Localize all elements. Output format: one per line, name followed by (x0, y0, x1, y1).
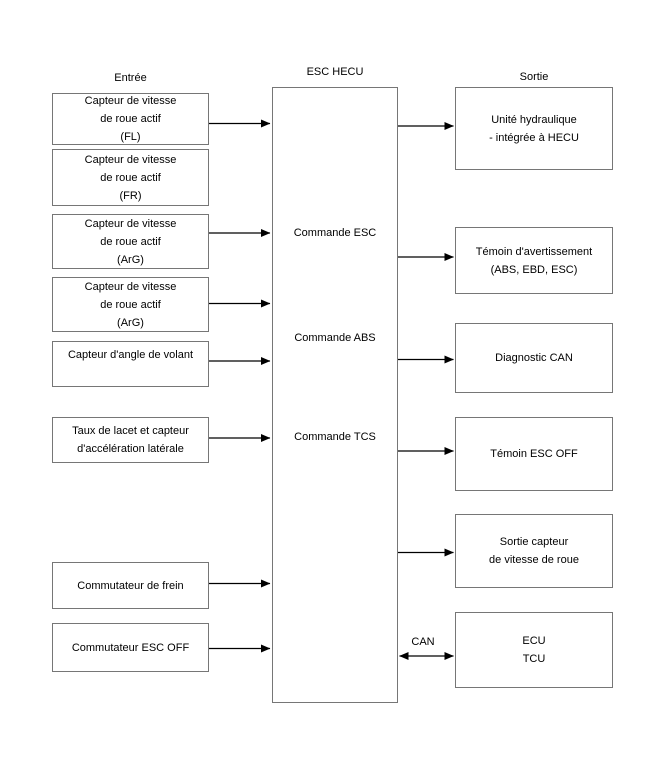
box-line: Capteur de vitesse (84, 95, 177, 107)
box-line: TCU (522, 653, 546, 665)
input-box-wheel-speed-arg-1: Capteur de vitesse de roue actif (ArG) (52, 214, 209, 269)
esc-hecu-box (272, 87, 398, 703)
box-line: Sortie capteur (499, 536, 569, 548)
box-line: (ArG) (117, 316, 144, 329)
box-line: Commutateur de frein (77, 579, 184, 592)
box-line: (ABS, EBD, ESC) (490, 263, 578, 276)
box-line: (ArG) (117, 253, 144, 266)
box-line: - intégrée à HECU (489, 131, 579, 144)
box-line: Capteur de vitesse (84, 153, 177, 166)
command-tcs-label: Commande TCS (294, 431, 376, 443)
output-box-hydraulic-unit: Unité hydraulique - intégrée à HECU (455, 87, 613, 170)
box-line: (FR) (119, 189, 142, 202)
input-box-brake-switch: Commutateur de frein (52, 562, 209, 609)
box-line: Capteur d'angle de volant (67, 349, 194, 361)
output-box-diagnostic-can: Diagnostic CAN (455, 323, 613, 393)
box-line: de roue actif (100, 298, 161, 311)
box-line: Capteur de vitesse (84, 217, 177, 230)
box-line: de roue actif (100, 235, 161, 248)
input-box-esc-off-switch: Commutateur ESC OFF (52, 623, 209, 672)
input-column-header: Entrée (114, 72, 147, 84)
command-abs-label: Commande ABS (294, 332, 376, 344)
output-box-warning-lamp: Témoin d'avertissement (ABS, EBD, ESC) (455, 227, 613, 294)
box-line: Commutateur ESC OFF (71, 641, 190, 654)
can-bus-label: CAN (411, 636, 435, 648)
box-line: de roue actif (100, 171, 161, 184)
box-line: de vitesse de roue (489, 554, 579, 566)
output-box-wheel-speed-output: Sortie capteur de vitesse de roue (455, 514, 613, 588)
box-line: (FL) (120, 131, 141, 143)
box-line: Témoin d'avertissement (475, 245, 593, 258)
output-column-header: Sortie (519, 71, 549, 83)
input-box-wheel-speed-fr: Capteur de vitesse de roue actif (FR) (52, 149, 209, 206)
box-line: Diagnostic CAN (495, 352, 573, 364)
box-line: Unité hydraulique (491, 113, 577, 126)
input-box-steering-angle-sensor: Capteur d'angle de volant (52, 341, 209, 387)
input-box-yaw-lateral-sensor: Taux de lacet et capteur d'accélération … (52, 417, 209, 463)
box-line: d'accélération latérale (77, 443, 184, 455)
box-line: ECU (522, 635, 546, 647)
output-box-ecu-tcu: ECU TCU (455, 612, 613, 688)
input-box-wheel-speed-arg-2: Capteur de vitesse de roue actif (ArG) (52, 277, 209, 332)
box-line: Témoin ESC OFF (490, 448, 578, 460)
command-esc-label: Commande ESC (293, 227, 377, 239)
controller-column-header: ESC HECU (306, 66, 364, 78)
output-box-esc-off-lamp: Témoin ESC OFF (455, 417, 613, 491)
input-box-wheel-speed-fl: Capteur de vitesse de roue actif (FL) (52, 93, 209, 145)
box-line: Capteur de vitesse (84, 280, 177, 293)
box-line: Taux de lacet et capteur (72, 425, 189, 437)
box-line: de roue actif (100, 113, 161, 125)
